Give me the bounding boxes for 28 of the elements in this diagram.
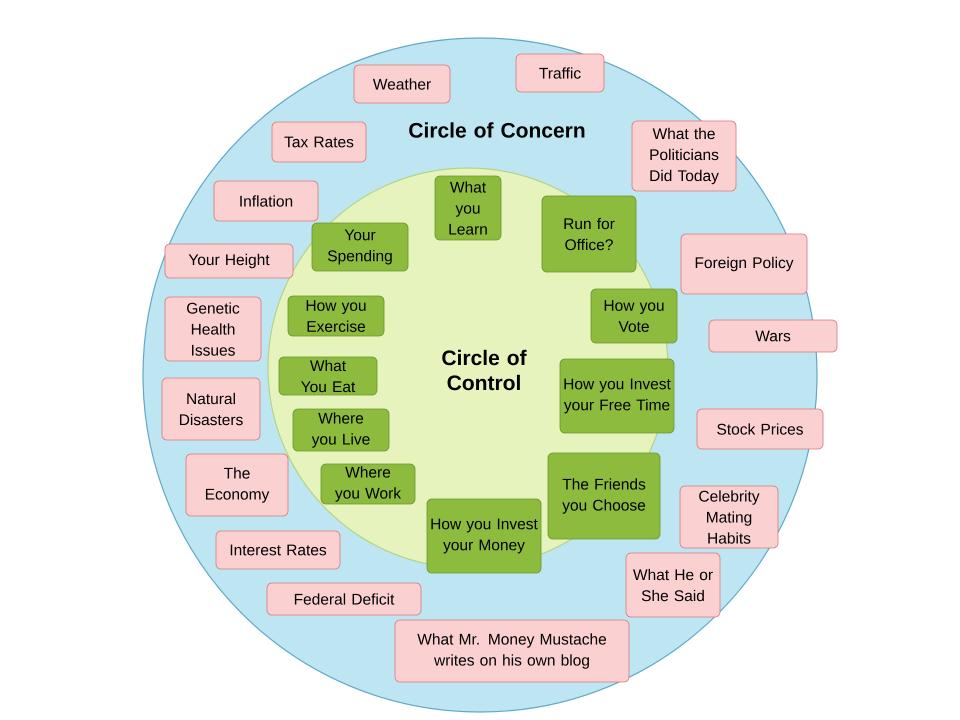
control-box: What you Learn (434, 176, 502, 240)
concern-box: Wars (708, 320, 838, 352)
concern-box: Weather (354, 64, 450, 104)
control-box: Run for Office? (542, 196, 636, 272)
control-box: The Friends you Choose (548, 452, 660, 540)
concern-box: Inflation (214, 180, 318, 222)
concern-box: Stock Prices (696, 408, 824, 450)
concern-box: Natural Disasters (162, 378, 260, 440)
control-box: How you Exercise (288, 296, 384, 336)
control-box: Where you Live (292, 408, 390, 452)
concern-box: What the Politicians Did Today (632, 120, 736, 192)
concern-box: Celebrity Mating Habits (680, 486, 778, 548)
control-box: How you Vote (590, 288, 678, 344)
control-box: How you Invest your Money (426, 498, 542, 574)
concern-box: The Economy (186, 454, 288, 516)
concern-box: Federal Deficit (266, 582, 422, 616)
concern-box: Tax Rates (272, 122, 366, 162)
concern-box: What He or She Said (626, 552, 720, 618)
concern-box: What Mr. Money Mustache writes on his own blog (394, 620, 630, 682)
concern-box: Traffic (516, 54, 604, 92)
control-box: What You Eat (278, 356, 378, 396)
concern-box: Foreign Policy (680, 234, 808, 294)
control-box: Where you Work (320, 464, 416, 504)
control-box: How you Invest your Free Time (560, 358, 674, 434)
control-box: Your Spending (312, 222, 408, 272)
concern-box: Your Height (164, 244, 294, 278)
concern-box: Interest Rates (216, 530, 340, 570)
concern-box: Genetic Health Issues (164, 296, 262, 362)
